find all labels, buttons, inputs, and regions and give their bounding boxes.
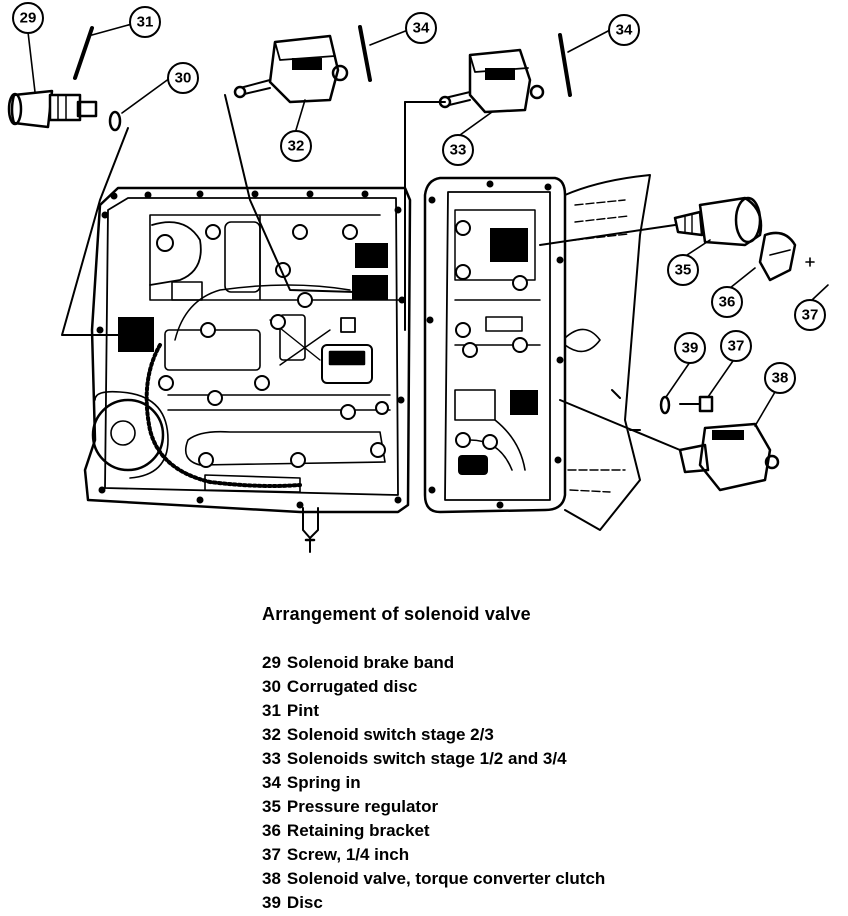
solenoid-brake-band <box>7 89 98 129</box>
callout-33: 33 <box>450 142 467 159</box>
callout-36: 36 <box>719 294 736 311</box>
corrugated-disc <box>108 110 122 132</box>
callout-38: 38 <box>772 370 789 387</box>
legend-item: 35 Pressure regulator <box>262 795 842 819</box>
callout-37-upper: 37 <box>802 307 819 324</box>
legend-item: 36 Retaining bracket <box>262 819 842 843</box>
retaining-bracket <box>758 231 797 282</box>
screw-upper <box>805 257 815 267</box>
legend-item: 29 Solenoid brake band <box>262 651 842 675</box>
legend-item: 39 Disc <box>262 891 842 915</box>
legend-number: 34 <box>262 773 281 792</box>
callout-32: 32 <box>288 138 305 155</box>
solenoid-arrangement-diagram: 29 30 31 32 34 33 34 35 36 37 39 37 38 <box>7 2 829 553</box>
legend-label: Spring in <box>286 773 361 792</box>
callout-39: 39 <box>682 340 699 357</box>
spring-in-left <box>358 25 372 82</box>
callout-37-lower: 37 <box>728 338 745 355</box>
legend-label: Retaining bracket <box>286 821 430 840</box>
callout-35: 35 <box>675 262 692 279</box>
legend-label: Corrugated disc <box>286 677 418 696</box>
pint <box>73 26 94 80</box>
valve-body-right <box>423 176 567 514</box>
legend-number: 35 <box>262 797 281 816</box>
transmission-case <box>564 174 651 531</box>
caption-title: Arrangement of solenoid valve <box>262 604 531 624</box>
legend-number: 31 <box>262 701 281 720</box>
legend-label: Disc <box>286 893 323 912</box>
legend-number: 37 <box>262 845 281 864</box>
callout-34-right: 34 <box>616 22 633 39</box>
solenoid-valve-torque-converter-clutch <box>678 422 780 492</box>
solenoid-switch-stage-2-3 <box>233 34 349 104</box>
legend-item: 34 Spring in <box>262 771 842 795</box>
legend-number: 39 <box>262 893 281 912</box>
legend-label: Solenoid brake band <box>286 653 455 672</box>
legend-number: 30 <box>262 677 281 696</box>
legend-item: 38 Solenoid valve, torque converter clutc… <box>262 867 842 891</box>
legend-label: Pint <box>286 701 320 720</box>
callout-34-left: 34 <box>413 20 430 37</box>
legend-item: 32 Solenoid switch stage 2/3 <box>262 723 842 747</box>
callout-30: 30 <box>175 70 192 87</box>
legend-label: Pressure regulator <box>286 797 439 816</box>
legend-label: Solenoid valve, torque converter clutch <box>286 869 606 888</box>
legend-label: Screw, 1/4 inch <box>286 845 410 864</box>
callout-29: 29 <box>20 10 37 27</box>
legend-number: 29 <box>262 653 281 672</box>
legend-number: 38 <box>262 869 281 888</box>
legend-item: 30 Corrugated disc <box>262 675 842 699</box>
callout-31: 31 <box>137 14 154 31</box>
valve-body-left <box>83 186 412 553</box>
legend-item: 31 Pint <box>262 699 842 723</box>
disc <box>659 395 671 415</box>
legend-item: 33 Solenoids switch stage 1/2 and 3/4 <box>262 747 842 771</box>
solenoid-switch-stage-1-2-3-4 <box>438 48 545 114</box>
connector-wires <box>61 94 681 451</box>
legend-number: 32 <box>262 725 281 744</box>
legend-item: 37 Screw, 1/4 inch <box>262 843 842 867</box>
legend-label: Solenoid switch stage 2/3 <box>286 725 494 744</box>
pressure-regulator <box>673 196 763 247</box>
spring-in-right <box>558 33 572 97</box>
legend-number: 33 <box>262 749 281 768</box>
legend-number: 36 <box>262 821 281 840</box>
screw-lower <box>679 395 714 413</box>
legend-label: Solenoids switch stage 1/2 and 3/4 <box>286 749 567 768</box>
